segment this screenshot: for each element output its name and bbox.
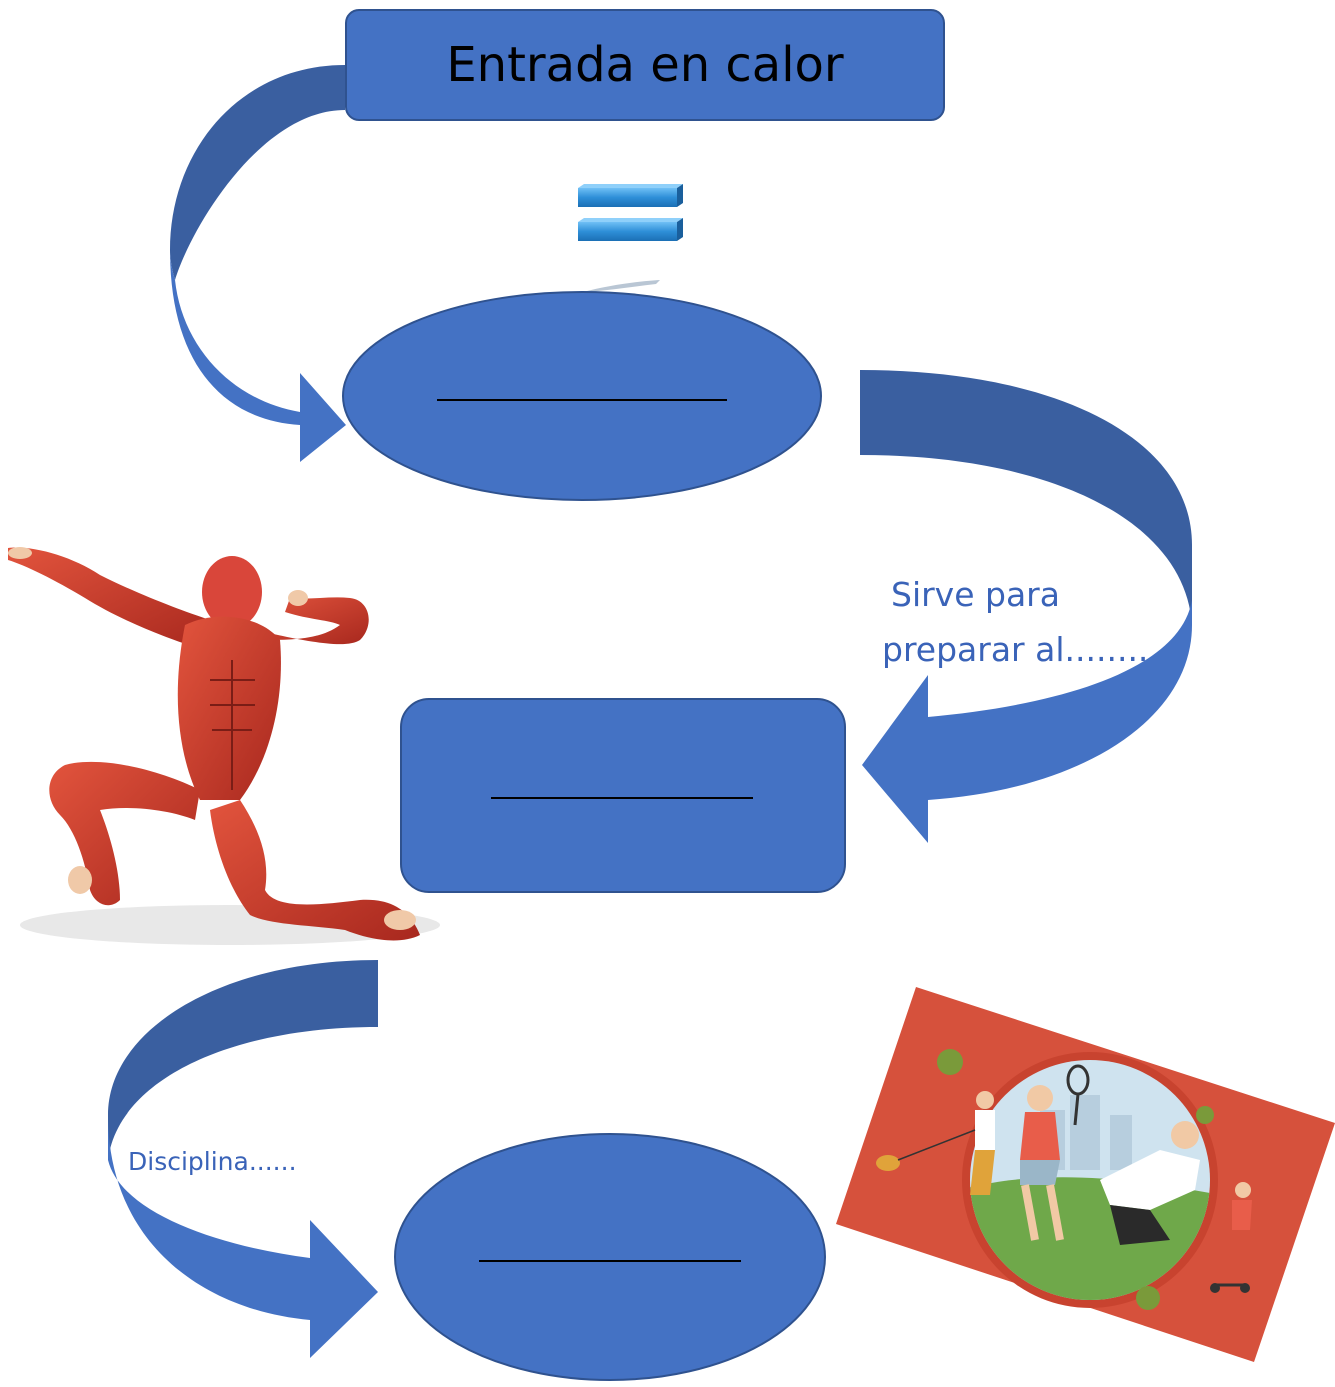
- label-sirve-para: Sirve para: [891, 575, 1060, 614]
- arrow-rectangle-to-ellipse: [108, 960, 378, 1358]
- equals-sign-icon: [578, 184, 683, 292]
- ellipse-1-blank-line: [437, 399, 727, 401]
- people-exercising-illustration: [836, 987, 1335, 1362]
- rounded-rectangle-box: [400, 698, 846, 893]
- arrow-title-to-ellipse: [170, 65, 346, 462]
- ellipse-1: [342, 291, 822, 501]
- label-disciplina: Disciplina......: [128, 1147, 297, 1176]
- title-text: Entrada en calor: [446, 37, 844, 93]
- muscular-man-illustration: [8, 547, 440, 945]
- arrow-ellipse-to-rectangle: [860, 370, 1192, 843]
- ellipse-2-blank-line: [479, 1260, 741, 1262]
- ellipse-2: [394, 1133, 826, 1381]
- rectangle-blank-line: [491, 797, 753, 799]
- label-preparar-al: preparar al........: [882, 630, 1149, 669]
- title-box: Entrada en calor: [345, 9, 945, 121]
